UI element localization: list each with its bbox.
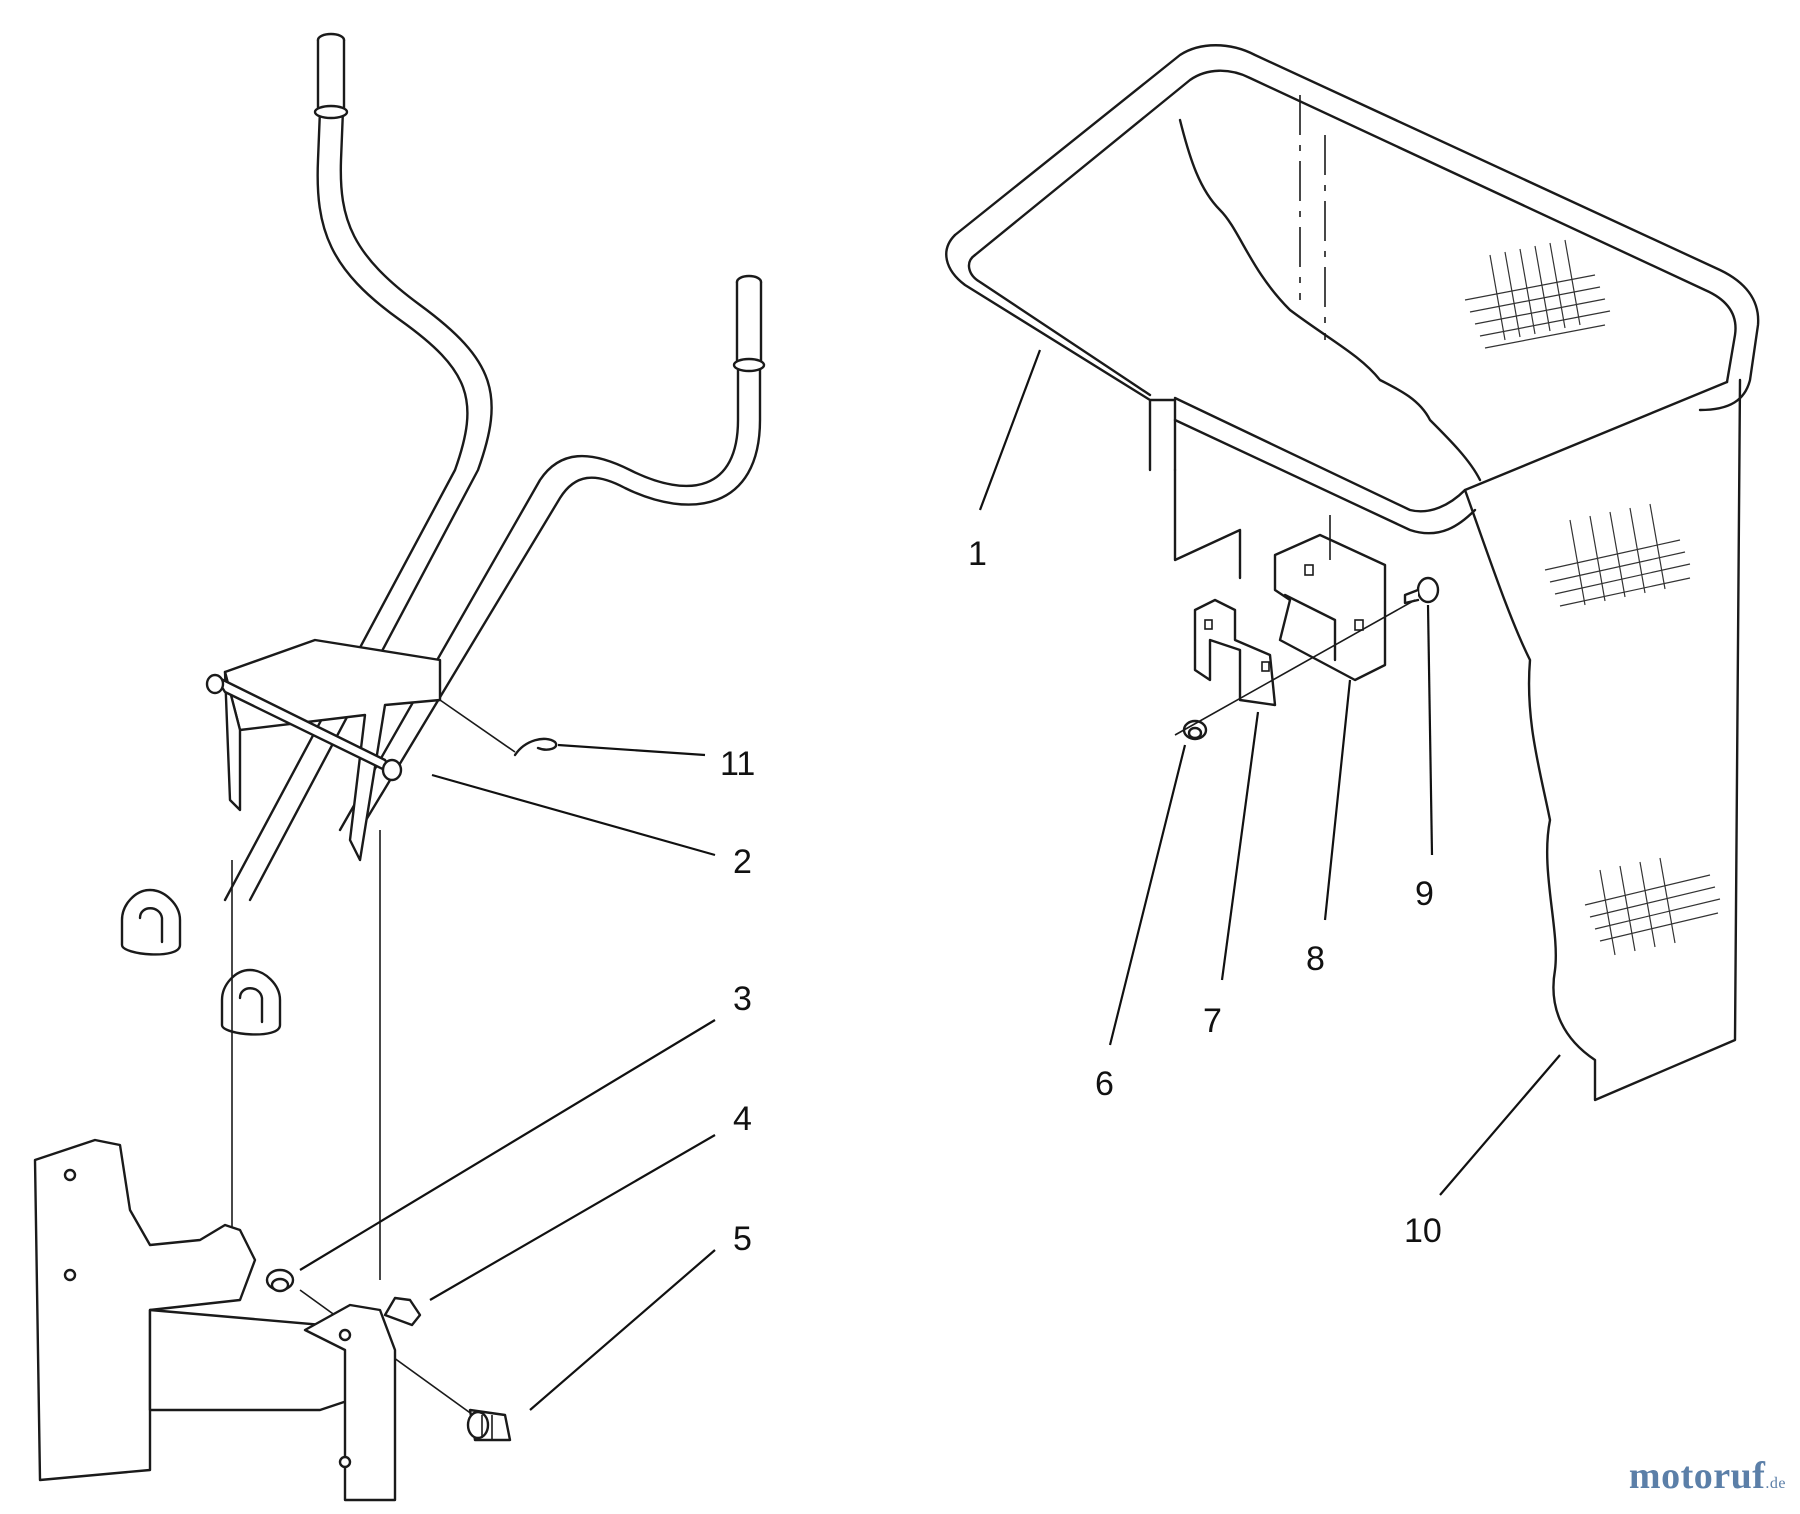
callout-10: 10 bbox=[1404, 1054, 1561, 1250]
callout-8: 8 bbox=[1306, 679, 1352, 978]
callout-4: 4 bbox=[429, 1100, 752, 1301]
watermark-name: motoruf bbox=[1628, 1455, 1766, 1497]
svg-text:11: 11 bbox=[720, 745, 755, 783]
callout-7: 7 bbox=[1203, 711, 1260, 1040]
callout-1: 1 bbox=[968, 349, 1042, 573]
svg-text:1: 1 bbox=[968, 535, 987, 573]
bag-brackets bbox=[1174, 515, 1440, 741]
watermark-logo: motoruf.de bbox=[1629, 1454, 1786, 1498]
svg-text:2: 2 bbox=[733, 843, 752, 881]
carriage-bolt bbox=[466, 1408, 512, 1442]
svg-text:8: 8 bbox=[1306, 940, 1325, 978]
svg-text:9: 9 bbox=[1415, 875, 1434, 913]
svg-text:6: 6 bbox=[1095, 1065, 1114, 1103]
bag-mesh bbox=[1464, 239, 1721, 956]
bag-frame bbox=[945, 44, 1760, 1102]
callout-11: 11 bbox=[557, 743, 755, 783]
watermark-suffix: .de bbox=[1765, 1475, 1786, 1492]
svg-text:4: 4 bbox=[733, 1100, 752, 1138]
callout-3: 3 bbox=[299, 980, 752, 1271]
svg-text:7: 7 bbox=[1203, 1002, 1222, 1040]
callout-5: 5 bbox=[529, 1220, 752, 1411]
mounting-bracket bbox=[33, 1138, 422, 1502]
callout-6: 6 bbox=[1095, 744, 1187, 1103]
handle-frame bbox=[120, 32, 766, 1036]
callout-9: 9 bbox=[1415, 604, 1434, 913]
svg-text:3: 3 bbox=[733, 980, 752, 1018]
svg-text:5: 5 bbox=[733, 1220, 752, 1258]
svg-text:10: 10 bbox=[1404, 1212, 1442, 1250]
callout-2: 2 bbox=[431, 773, 752, 881]
lock-nut bbox=[265, 1268, 295, 1293]
